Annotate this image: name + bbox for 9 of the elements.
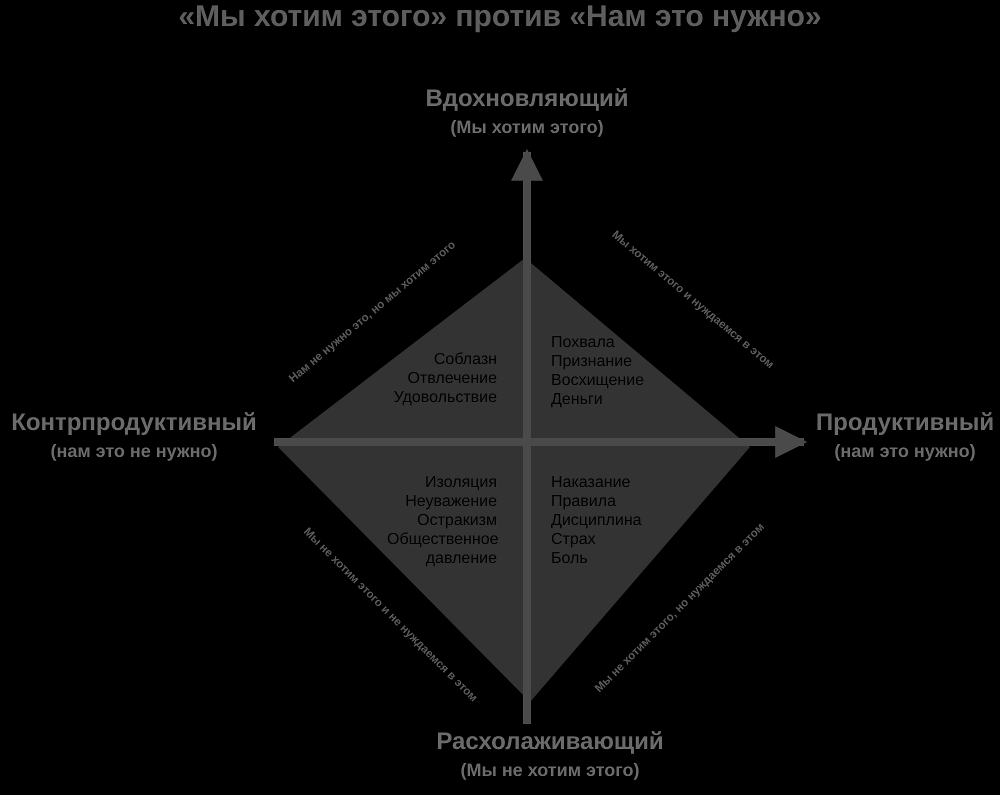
axis-sublabel: (Мы не хотим этого)	[460, 760, 640, 781]
axis-sublabel: (Мы хотим этого)	[450, 117, 604, 138]
axis-label: Контрпродуктивный	[11, 409, 257, 437]
axis-label: Продуктивный	[816, 409, 994, 437]
title: «Мы хотим этого» против «Нам это нужно»	[177, 0, 823, 34]
axis-label: Вдохновляющий	[425, 85, 629, 113]
axis-label: Расхолаживающий	[436, 728, 664, 756]
axis-sublabel: (нам это не нужно)	[50, 441, 218, 462]
axis-sublabel: (нам это нужно)	[834, 441, 976, 462]
